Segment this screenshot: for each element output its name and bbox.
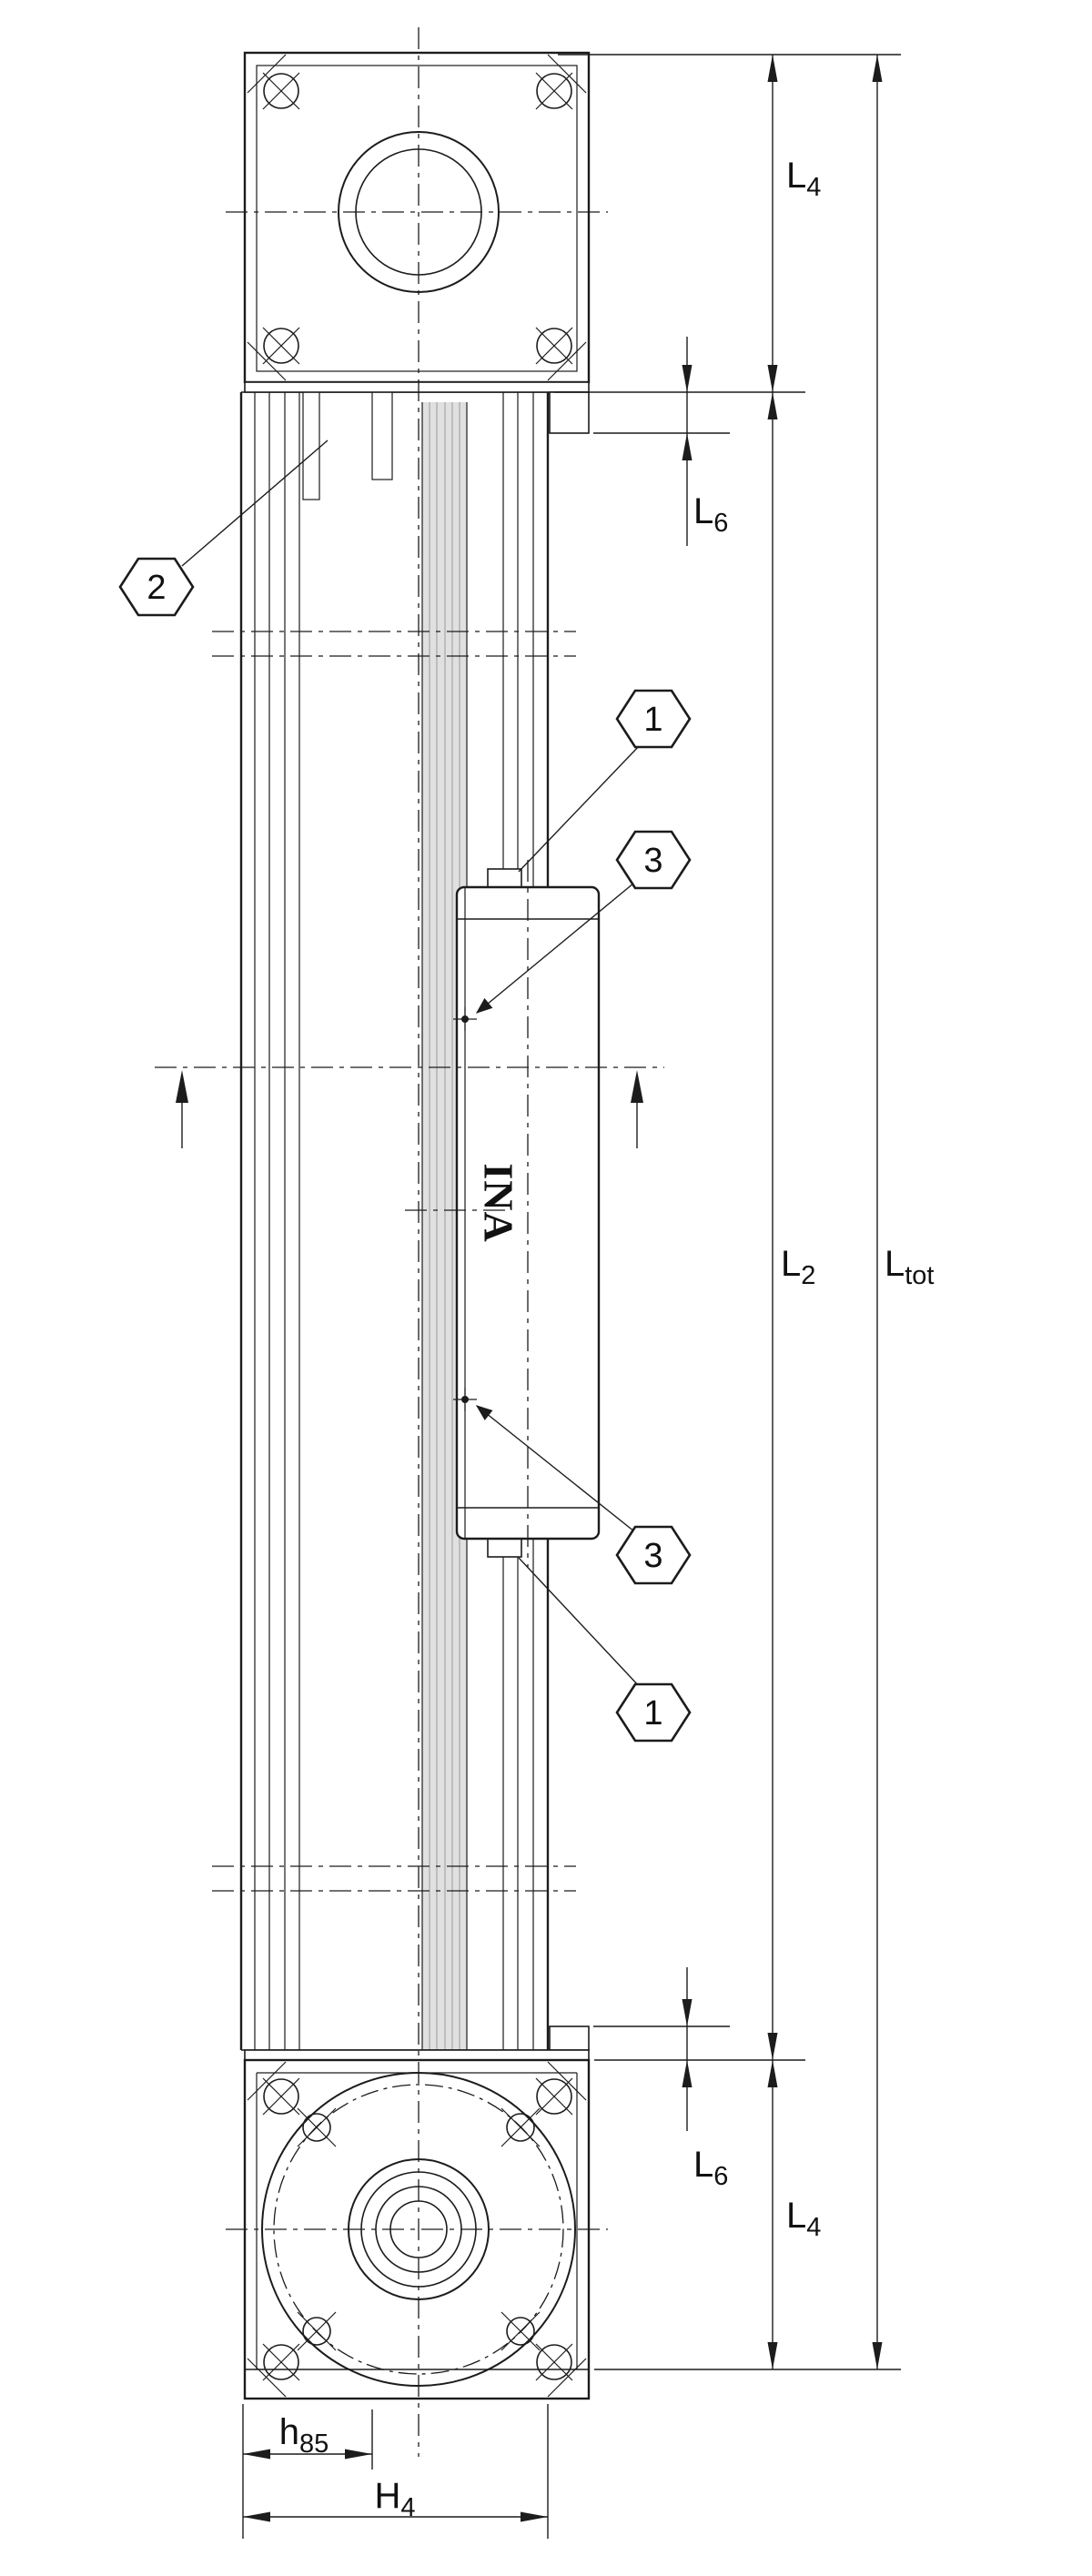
dim-label-h4: H4 xyxy=(374,2476,415,2522)
drive-tab-right xyxy=(371,391,393,480)
dimension-l6-bottom: L6 xyxy=(682,1967,728,2191)
dim-label-l4-top: L4 xyxy=(786,156,821,202)
reference-arrows xyxy=(176,1070,643,1148)
dimension-h4: H4 xyxy=(243,2476,548,2522)
balloon-2-number: 2 xyxy=(147,569,166,607)
dimension-l2: L2 xyxy=(767,392,815,2060)
dim-label-h85: h85 xyxy=(279,2412,329,2459)
top-block-outline xyxy=(243,51,591,384)
dim-label-l6-bottom: L6 xyxy=(693,2145,728,2191)
callout-balloon-1-top: 1 xyxy=(518,689,692,873)
leader-2 xyxy=(181,439,329,567)
bottom-adapter-plate xyxy=(244,2049,590,2061)
bottom-drive-block xyxy=(243,2025,591,2400)
leader-3-top xyxy=(475,878,640,1014)
dim-label-l4-bottom: L4 xyxy=(786,2196,821,2242)
centerlines xyxy=(155,27,664,2457)
leader-3-bottom xyxy=(475,1405,640,1536)
reference-arrow-right xyxy=(631,1070,643,1103)
callout-balloon-3-bottom: 3 xyxy=(475,1405,692,1585)
drive-tab-left xyxy=(302,391,320,500)
balloon-3-bottom-number: 3 xyxy=(643,1537,662,1575)
bottom-step-tab xyxy=(549,2025,590,2051)
dimension-l4-top: L4 xyxy=(767,55,821,392)
reference-arrow-left xyxy=(176,1070,188,1103)
callout-balloon-2: 2 xyxy=(118,439,329,617)
callout-balloon-1-bottom: 1 xyxy=(518,1557,692,1743)
leader-1-bottom xyxy=(518,1557,642,1689)
bolt-circle-screws xyxy=(297,2107,541,2351)
brand-logo: INA xyxy=(476,1163,522,1242)
top-adapter-plate xyxy=(244,381,590,393)
dimension-l4-bottom: L4 xyxy=(767,2060,821,2369)
dimension-ltot: Ltot xyxy=(872,55,935,2369)
dimension-h85: h85 xyxy=(243,2412,372,2460)
top-step-tab xyxy=(549,391,590,434)
wiper-top xyxy=(487,868,522,888)
bolt-circle xyxy=(273,2084,564,2375)
lube-screw-top xyxy=(453,1007,477,1031)
dim-label-ltot: Ltot xyxy=(885,1244,935,1290)
top-end-block xyxy=(243,51,591,434)
dimension-extension-lines xyxy=(242,54,901,2539)
dim-label-l6-top: L6 xyxy=(693,491,728,538)
wiper-bottom xyxy=(487,1538,522,1558)
balloon-3-top-number: 3 xyxy=(643,842,662,880)
balloon-1-bottom-number: 1 xyxy=(643,1694,662,1732)
balloon-1-top-number: 1 xyxy=(643,701,662,739)
bottom-corner-screws xyxy=(262,2077,573,2381)
top-corner-screws xyxy=(262,72,573,365)
dimension-l6-top: L6 xyxy=(682,337,728,546)
callout-balloon-3-top: 3 xyxy=(475,830,692,1014)
lube-screw-bottom xyxy=(453,1388,477,1411)
leader-1-top xyxy=(518,743,642,873)
dim-label-l2: L2 xyxy=(781,1244,815,1290)
